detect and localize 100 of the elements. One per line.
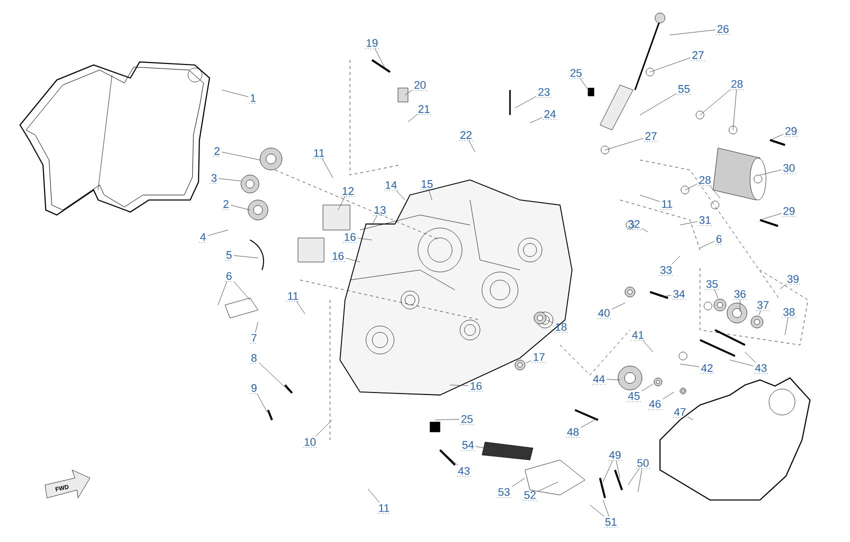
leader-line bbox=[628, 468, 640, 486]
callout-number: 35 bbox=[704, 280, 720, 290]
callout-number: 4 bbox=[198, 233, 208, 243]
callout-number: 11 bbox=[286, 292, 300, 302]
leader-line bbox=[296, 301, 306, 314]
callout-number: 52 bbox=[522, 491, 538, 501]
callout-number: 43 bbox=[754, 364, 768, 374]
leader-line bbox=[256, 393, 268, 412]
leader-line bbox=[760, 213, 782, 220]
callout-number: 28 bbox=[730, 80, 744, 90]
callout-number: 15 bbox=[420, 180, 434, 190]
callout-number: 19 bbox=[364, 39, 380, 49]
leader-line bbox=[744, 352, 756, 363]
leader-line bbox=[514, 96, 536, 108]
leader-line bbox=[468, 140, 476, 152]
leader-line bbox=[368, 488, 380, 503]
leader-line bbox=[642, 340, 654, 352]
callout-number: 12 bbox=[340, 187, 356, 197]
leader-line bbox=[358, 238, 372, 240]
leader-line bbox=[218, 178, 242, 182]
leader-line bbox=[770, 134, 784, 140]
leader-line bbox=[602, 500, 610, 517]
callout-number: 28 bbox=[698, 176, 712, 186]
leader-line bbox=[404, 90, 412, 96]
leader-line bbox=[606, 379, 620, 380]
callout-number: 25 bbox=[460, 415, 474, 425]
leader-line bbox=[642, 228, 648, 232]
leader-line bbox=[688, 416, 694, 420]
callout-number: 32 bbox=[626, 220, 642, 230]
callout-number: 25 bbox=[568, 69, 584, 79]
callout-number: 10 bbox=[302, 438, 318, 448]
leader-line bbox=[442, 452, 458, 466]
leader-line bbox=[218, 281, 228, 306]
callout-number: 29 bbox=[782, 207, 796, 217]
callout-number: 53 bbox=[496, 488, 512, 498]
callout-number: 17 bbox=[532, 353, 546, 363]
callout-number: 31 bbox=[698, 216, 712, 226]
leader-line bbox=[760, 170, 782, 176]
callout-number: 48 bbox=[566, 428, 580, 438]
leader-line bbox=[714, 289, 718, 298]
leader-line bbox=[684, 184, 698, 190]
leader-line bbox=[512, 478, 526, 488]
leader-line bbox=[234, 255, 258, 258]
callout-number: 38 bbox=[782, 308, 796, 318]
leader-line bbox=[208, 230, 228, 236]
leader-line bbox=[604, 138, 644, 150]
callout-number: 14 bbox=[384, 181, 398, 191]
leader-line bbox=[580, 418, 598, 428]
callout-number: 6 bbox=[224, 272, 234, 282]
callout-number: 2 bbox=[212, 147, 222, 157]
callout-number: 33 bbox=[658, 266, 674, 276]
leader-line bbox=[346, 258, 360, 262]
leader-line bbox=[408, 114, 418, 122]
callout-number: 5 bbox=[224, 251, 234, 261]
callout-number: 41 bbox=[630, 331, 646, 341]
leader-line bbox=[670, 30, 716, 36]
callout-number: 27 bbox=[644, 132, 658, 142]
leader-line bbox=[374, 48, 386, 68]
leader-line bbox=[258, 362, 290, 392]
callout-number: 11 bbox=[312, 149, 326, 159]
leader-line bbox=[671, 256, 680, 265]
callout-number: 55 bbox=[676, 85, 692, 95]
callout-number: 7 bbox=[250, 334, 258, 344]
leader-line bbox=[638, 468, 642, 492]
leader-line bbox=[526, 360, 532, 364]
callout-number: 22 bbox=[458, 131, 474, 141]
callout-number: 51 bbox=[604, 518, 618, 528]
leader-line bbox=[372, 215, 378, 226]
callout-number: 43 bbox=[456, 467, 472, 477]
callout-number: 45 bbox=[626, 392, 642, 402]
leader-line bbox=[322, 158, 334, 178]
leader-line bbox=[590, 504, 604, 517]
leader-line bbox=[602, 460, 613, 482]
leader-line bbox=[780, 284, 786, 290]
leader-line bbox=[255, 322, 258, 333]
callout-number: 27 bbox=[690, 51, 706, 61]
leader-line bbox=[784, 317, 788, 336]
callout-number: 18 bbox=[554, 323, 568, 333]
callout-number: 29 bbox=[784, 127, 798, 137]
leader-line bbox=[612, 302, 626, 310]
leader-line bbox=[546, 320, 554, 324]
leader-line bbox=[640, 194, 660, 202]
leader-line bbox=[700, 89, 731, 116]
leader-line bbox=[396, 190, 406, 200]
callout-number: 23 bbox=[536, 88, 552, 98]
callout-number: 42 bbox=[700, 364, 714, 374]
callout-number: 1 bbox=[248, 94, 258, 104]
callout-number: 16 bbox=[468, 382, 484, 392]
callout-number: 20 bbox=[412, 81, 428, 91]
leader-line bbox=[428, 189, 432, 200]
leader-line bbox=[538, 482, 558, 492]
leader-line bbox=[234, 281, 250, 300]
leader-line bbox=[230, 204, 250, 210]
callout-number: 54 bbox=[460, 441, 476, 451]
callout-number: 3 bbox=[210, 174, 218, 184]
leader-line bbox=[222, 90, 248, 97]
callout-number: 36 bbox=[732, 290, 748, 300]
callout-number: 40 bbox=[596, 309, 612, 319]
callout-number: 9 bbox=[250, 384, 258, 394]
leader-line bbox=[642, 384, 654, 392]
